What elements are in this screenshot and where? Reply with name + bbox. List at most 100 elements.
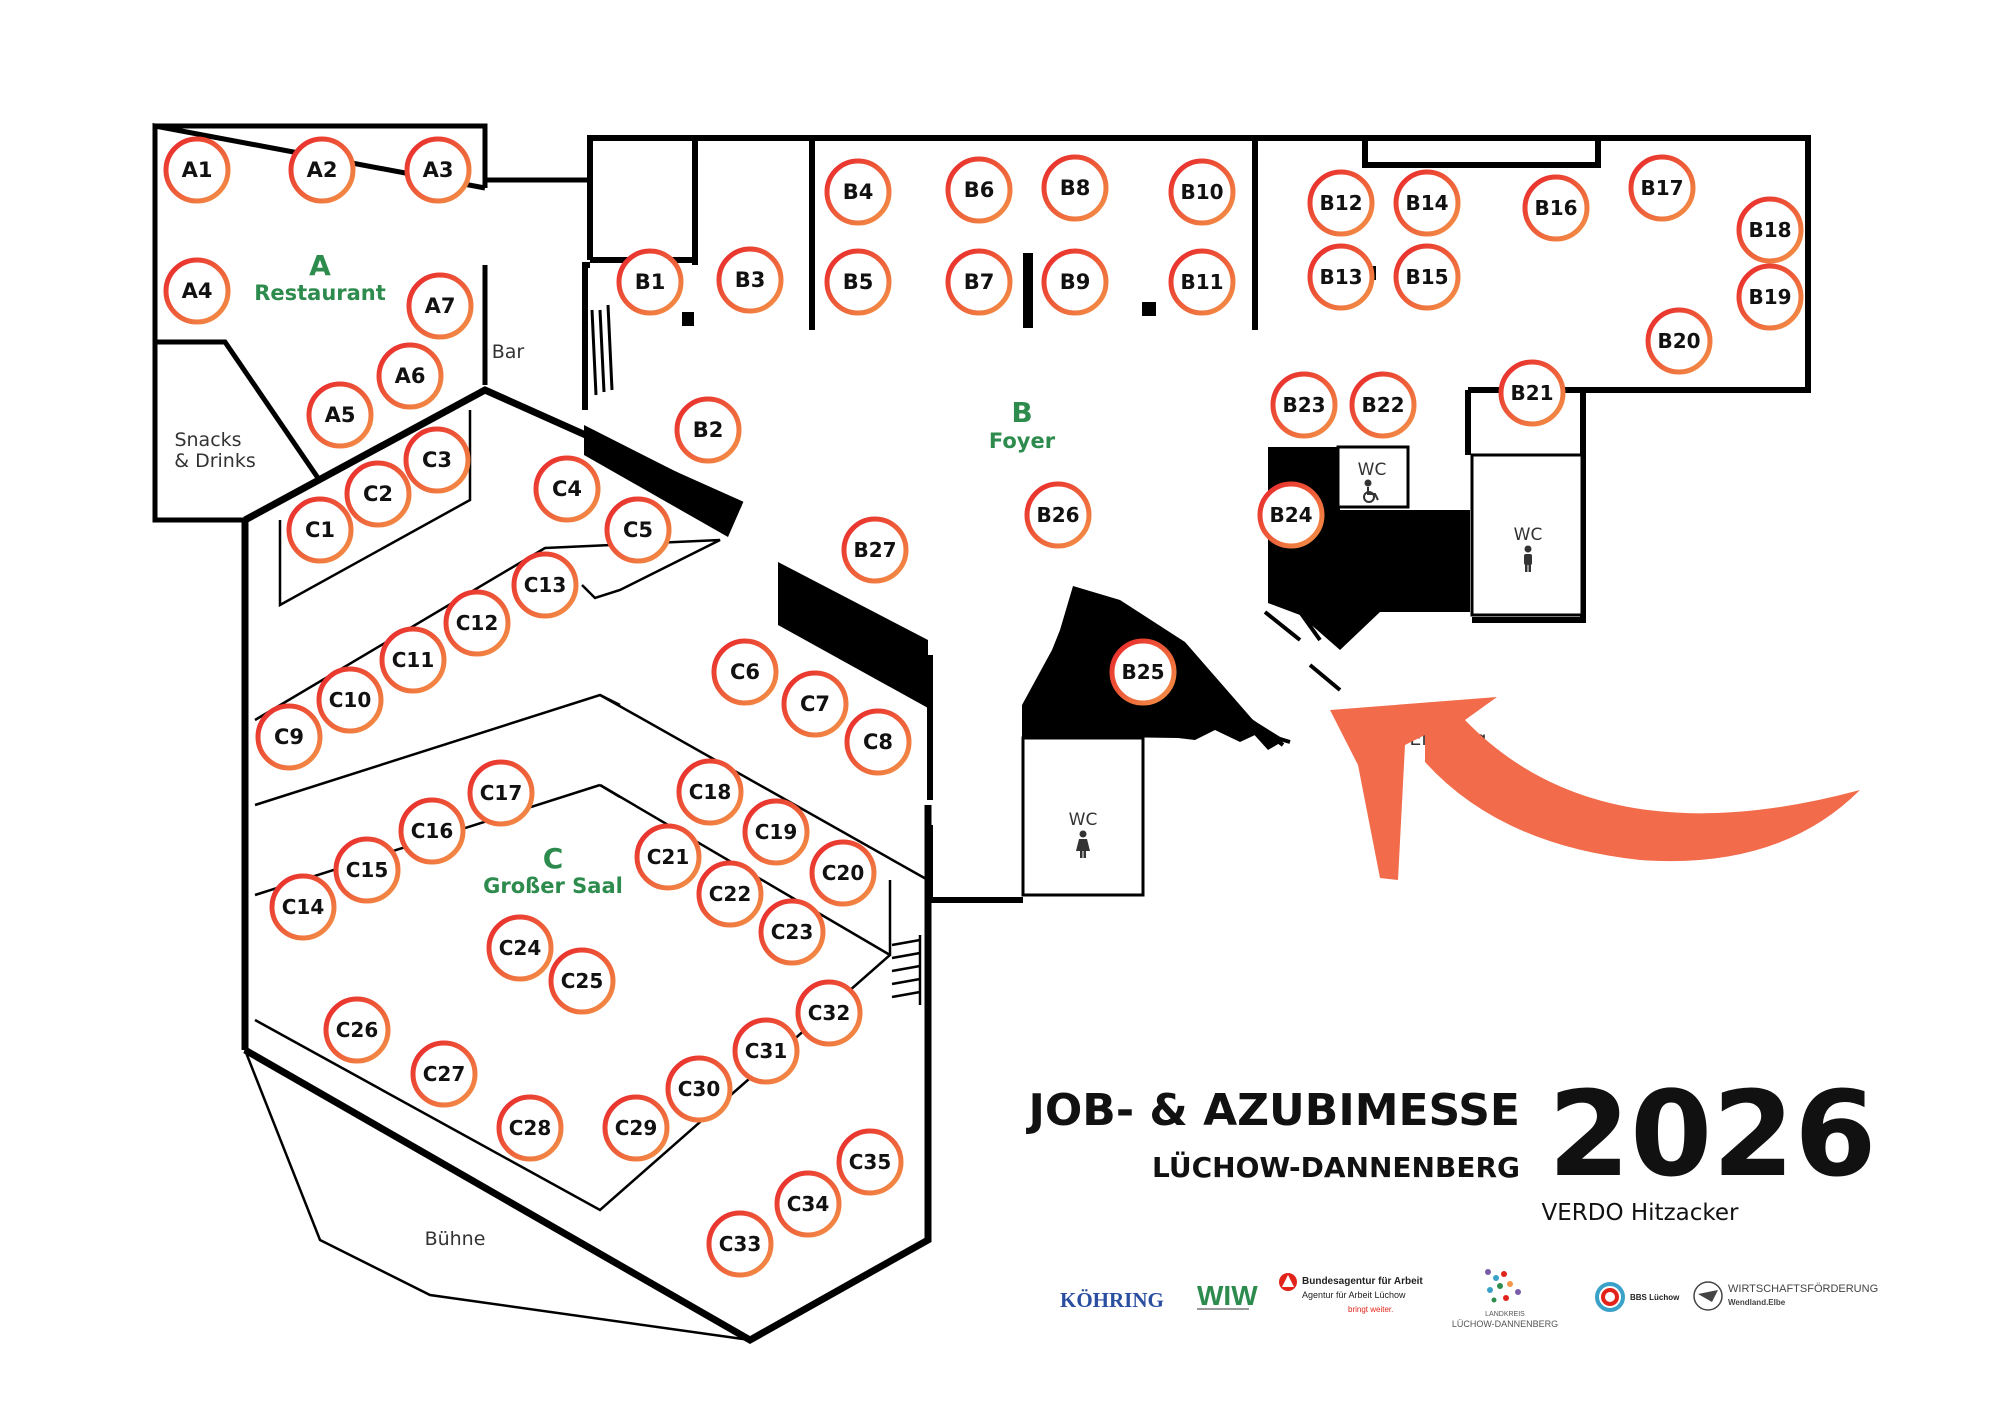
booth-label: B14 bbox=[1405, 191, 1448, 215]
booth-ring bbox=[781, 670, 849, 738]
booth-c20: C20 bbox=[809, 839, 877, 907]
booth-ring bbox=[548, 947, 616, 1015]
pillars bbox=[682, 253, 1376, 328]
booth-c6: C6 bbox=[711, 638, 779, 706]
booth-ring bbox=[706, 1210, 774, 1278]
booth-ring bbox=[711, 638, 779, 706]
booth-ring bbox=[742, 798, 810, 866]
female-toilet-icon bbox=[1076, 830, 1090, 858]
booth-c7: C7 bbox=[781, 670, 849, 738]
booth-label: B18 bbox=[1748, 218, 1791, 242]
booth-label: C33 bbox=[719, 1232, 762, 1256]
booth-c17: C17 bbox=[467, 759, 535, 827]
booth-label: C2 bbox=[363, 482, 393, 506]
booth-ring bbox=[841, 516, 909, 584]
booth-label: C30 bbox=[678, 1077, 721, 1101]
wf-circle-icon bbox=[1693, 1281, 1723, 1311]
booth-ring bbox=[1168, 158, 1236, 226]
booth-c34: C34 bbox=[774, 1170, 842, 1238]
zone-c-walls bbox=[241, 386, 932, 1345]
booth-ring bbox=[467, 759, 535, 827]
stage-stairs bbox=[891, 935, 922, 1005]
booth-b10: B10 bbox=[1168, 158, 1236, 226]
booth-label: C11 bbox=[392, 648, 435, 672]
booth-label: B24 bbox=[1269, 503, 1312, 527]
booth-c4: C4 bbox=[533, 455, 601, 523]
title-venue: VERDO Hitzacker bbox=[1542, 1200, 1740, 1226]
booth-ring bbox=[163, 136, 231, 204]
booth-ring bbox=[1270, 371, 1338, 439]
booth-ring bbox=[1736, 263, 1804, 331]
booth-label: C12 bbox=[456, 611, 499, 635]
booth-label: C14 bbox=[282, 895, 325, 919]
booth-label: C20 bbox=[822, 861, 865, 885]
svg-text:LANDKREIS: LANDKREIS bbox=[1485, 1311, 1525, 1318]
booth-b12: B12 bbox=[1307, 169, 1375, 237]
booth-b13: B13 bbox=[1307, 243, 1375, 311]
booth-c13: C13 bbox=[511, 551, 579, 619]
booth-a6: A6 bbox=[376, 342, 444, 410]
booth-label: C13 bbox=[524, 573, 567, 597]
booth-label: B21 bbox=[1510, 381, 1553, 405]
booth-label: B25 bbox=[1121, 660, 1164, 684]
booth-ring bbox=[665, 1055, 733, 1123]
wc-men: WC bbox=[1514, 525, 1542, 572]
booth-a7: A7 bbox=[406, 272, 474, 340]
svg-text:LÜCHOW-DANNENBERG: LÜCHOW-DANNENBERG bbox=[1452, 1319, 1558, 1329]
booth-ring bbox=[316, 666, 384, 734]
svg-text:Agentur für Arbeit Lüchow: Agentur für Arbeit Lüchow bbox=[1302, 1290, 1406, 1300]
zone-a-letter: A bbox=[309, 249, 331, 282]
booth-b17: B17 bbox=[1628, 154, 1696, 222]
booth-ring bbox=[443, 589, 511, 657]
booth-ring bbox=[758, 898, 826, 966]
booth-c10: C10 bbox=[316, 666, 384, 734]
booth-c15: C15 bbox=[333, 836, 401, 904]
booth-label: C17 bbox=[480, 781, 523, 805]
booth-label: C8 bbox=[863, 730, 893, 754]
booth-ring bbox=[1024, 481, 1092, 549]
booth-label: C7 bbox=[800, 692, 830, 716]
booth-b23: B23 bbox=[1270, 371, 1338, 439]
landkreis-dots-icon bbox=[1485, 1269, 1521, 1303]
snacks-label-line1: Snacks bbox=[174, 429, 241, 451]
booth-ring bbox=[1257, 481, 1325, 549]
booth-ring bbox=[674, 396, 742, 464]
booth-label: B10 bbox=[1180, 180, 1223, 204]
booth-ring bbox=[824, 158, 892, 226]
booth-b3: B3 bbox=[716, 246, 784, 314]
booth-c19: C19 bbox=[742, 798, 810, 866]
booth-c9: C9 bbox=[255, 703, 323, 771]
booth-ring bbox=[255, 703, 323, 771]
booth-b4: B4 bbox=[824, 158, 892, 226]
booth-ring bbox=[376, 342, 444, 410]
booth-label: C5 bbox=[623, 518, 653, 542]
booth-ring bbox=[344, 460, 412, 528]
booth-ring bbox=[323, 996, 391, 1064]
booth-c26: C26 bbox=[323, 996, 391, 1064]
booth-label: C26 bbox=[336, 1018, 379, 1042]
booth-c2: C2 bbox=[344, 460, 412, 528]
svg-text:Wendland.Elbe: Wendland.Elbe bbox=[1728, 1298, 1786, 1307]
logo-wiw: WIW bbox=[1197, 1280, 1258, 1311]
booth-a4: A4 bbox=[163, 257, 231, 325]
booth-c11: C11 bbox=[379, 626, 447, 694]
svg-text:BBS Lüchow: BBS Lüchow bbox=[1630, 1293, 1680, 1302]
booth-ring bbox=[1307, 169, 1375, 237]
booth-label: B8 bbox=[1060, 176, 1091, 200]
booth-label: C29 bbox=[615, 1116, 658, 1140]
booth-c30: C30 bbox=[665, 1055, 733, 1123]
wheelchair-icon bbox=[1363, 479, 1379, 503]
booth-label: B19 bbox=[1748, 285, 1791, 309]
logo-bbs: BBS Lüchow bbox=[1595, 1282, 1680, 1312]
booth-ring bbox=[333, 836, 401, 904]
svg-text:WC: WC bbox=[1069, 810, 1098, 830]
booth-ring bbox=[406, 272, 474, 340]
wc-rooms bbox=[1021, 445, 1584, 897]
svg-text:WIW: WIW bbox=[1197, 1280, 1258, 1311]
booth-label: C15 bbox=[346, 858, 389, 882]
booth-ring bbox=[1393, 169, 1461, 237]
booth-a1: A1 bbox=[163, 136, 231, 204]
booth-ring bbox=[795, 979, 863, 1047]
booth-b25: B25 bbox=[1109, 638, 1177, 706]
booth-ring bbox=[676, 758, 744, 826]
